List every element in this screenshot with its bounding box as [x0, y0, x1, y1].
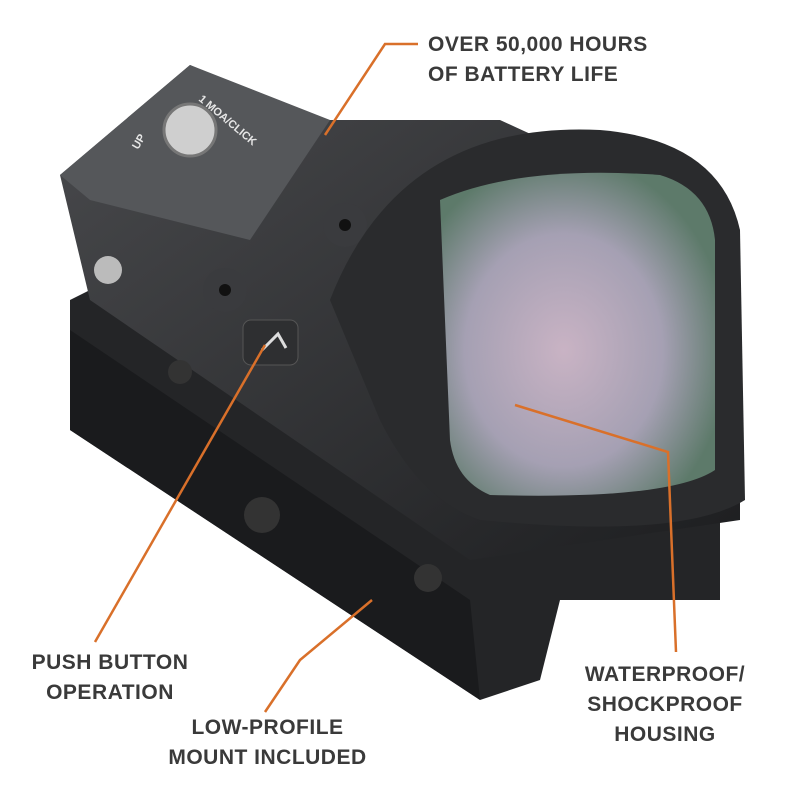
callout-push-button: PUSH BUTTON OPERATION	[25, 648, 195, 708]
callout-lines	[93, 42, 678, 713]
callout-line-housing	[514, 403, 678, 653]
callout-text: OVER 50,000 HOURS	[428, 33, 648, 56]
callout-housing: WATERPROOF/ SHOCKPROOF HOUSING	[580, 660, 750, 750]
callout-text: LOW-PROFILE	[191, 716, 344, 739]
adjustment-dial	[162, 102, 218, 158]
screw	[244, 497, 280, 533]
callout-text: HOUSING	[614, 723, 716, 746]
callout-text: SHOCKPROOF	[587, 693, 743, 716]
lens	[440, 172, 715, 496]
screw	[414, 564, 442, 592]
callout-battery: OVER 50,000 HOURS OF BATTERY LIFE	[428, 30, 648, 90]
callout-text: OF BATTERY LIFE	[428, 63, 619, 86]
callout-line-mount	[263, 599, 373, 713]
callout-text: MOUNT INCLUDED	[168, 746, 367, 769]
callout-line-battery	[323, 42, 418, 136]
side-dial	[94, 256, 122, 284]
callout-mount: LOW-PROFILE MOUNT INCLUDED	[160, 713, 375, 773]
callout-text: PUSH BUTTON	[31, 651, 189, 674]
callout-text: OPERATION	[46, 681, 174, 704]
callout-text: WATERPROOF/	[584, 663, 746, 686]
screw	[168, 360, 192, 384]
callout-line-push-button	[93, 344, 267, 643]
